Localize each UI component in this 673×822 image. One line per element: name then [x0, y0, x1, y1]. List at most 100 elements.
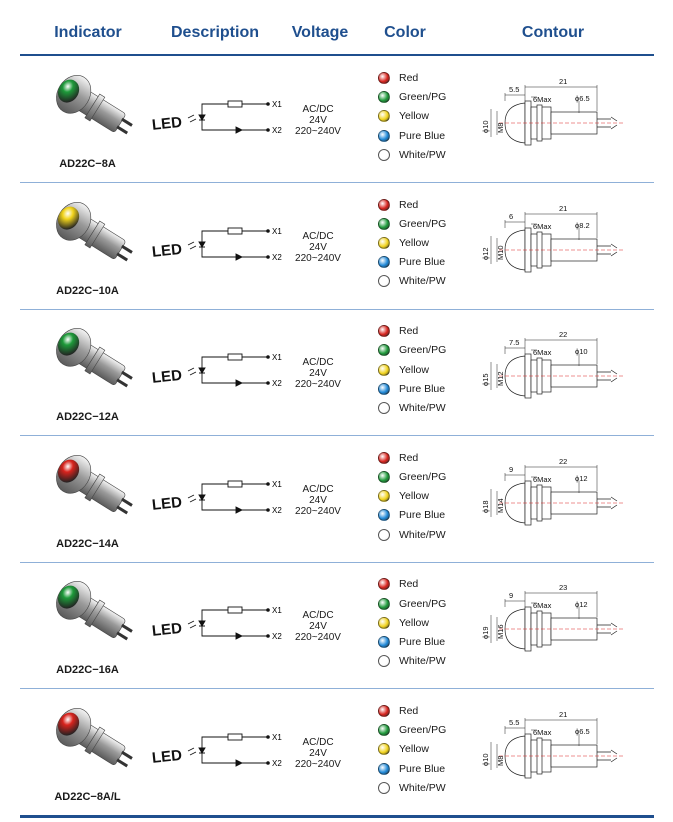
- dim-panel-max: 6Max: [533, 222, 552, 231]
- indicator-lamp-image: [56, 75, 133, 135]
- terminal-x2: X2: [272, 126, 282, 135]
- color-option-label: White/PW: [399, 275, 446, 288]
- diode-icon: [198, 494, 206, 501]
- color-option-label: Red: [399, 578, 419, 591]
- color-dot-icon: [378, 325, 390, 338]
- voltage-line: 24V: [309, 621, 327, 633]
- color-option: Green/PG: [375, 595, 485, 614]
- color-dot-icon: [378, 91, 390, 104]
- terminal-wires: [597, 243, 618, 256]
- diode-icon: [198, 367, 206, 375]
- color-option: Pure Blue: [375, 380, 485, 399]
- color-option: Red: [375, 702, 485, 721]
- color-option: White/PW: [375, 526, 485, 545]
- color-option-label: Yellow: [399, 490, 429, 503]
- terminal-x2: X2: [272, 379, 282, 388]
- color-option: Yellow: [375, 234, 485, 253]
- terminal-wires: [597, 496, 618, 510]
- voltage-line: AC/DC: [302, 610, 334, 622]
- color-dot-icon: [378, 724, 390, 737]
- dim-bezel-length: 9: [509, 465, 513, 474]
- header-description: Description: [170, 24, 259, 41]
- model-number: AD22C−8A: [59, 158, 116, 170]
- lamp-lens: [57, 332, 80, 356]
- light-rays-icon: [187, 621, 197, 629]
- model-number: AD22C−12A: [56, 411, 119, 424]
- lamp-pin: [116, 505, 129, 515]
- dim-thread: M12: [496, 372, 505, 387]
- color-option: Yellow: [375, 614, 485, 633]
- dim-body-length: 22: [559, 457, 567, 466]
- dim-body-diameter: ϕ8.2: [575, 221, 590, 230]
- color-dot-icon: [378, 256, 390, 269]
- wiring-lines: [198, 480, 268, 514]
- color-option-label: Yellow: [399, 110, 429, 123]
- wiring-lines: [198, 733, 268, 767]
- color-option-label: Yellow: [399, 236, 429, 249]
- arrow-icon: [235, 252, 244, 261]
- color-option: Green/PG: [375, 341, 485, 360]
- model-number: AD22C−14A: [56, 537, 119, 550]
- lamp-nut: [84, 346, 106, 375]
- terminal-dot: [266, 507, 270, 512]
- terminal-wires: [597, 369, 618, 383]
- led-label: LED: [151, 620, 183, 640]
- terminal-dot: [266, 355, 270, 359]
- color-option-label: Red: [399, 198, 419, 211]
- terminal-x2: X2: [272, 253, 282, 262]
- lamp-nut: [84, 473, 106, 502]
- color-dot-icon: [378, 198, 390, 211]
- wiring-lines: [198, 606, 268, 641]
- color-option-label: Pure Blue: [399, 382, 446, 395]
- color-option: White/PW: [375, 272, 485, 291]
- color-dot-icon: [378, 743, 390, 756]
- light-rays-icon: [187, 494, 197, 503]
- dim-body-diameter: ϕ12: [575, 474, 588, 483]
- dim-thread: M8: [496, 756, 505, 766]
- light-rays-icon: [187, 367, 197, 376]
- color-option-label: Yellow: [399, 616, 429, 629]
- color-dot-icon: [378, 110, 390, 123]
- diode-icon: [198, 114, 206, 121]
- resistor-icon: [227, 606, 243, 614]
- color-option: Pure Blue: [375, 760, 485, 779]
- color-option-label: Green/PG: [399, 217, 447, 230]
- color-option-label: Yellow: [399, 743, 429, 756]
- color-dot-icon: [378, 490, 390, 503]
- model-number: AD22C−16A: [56, 664, 119, 677]
- dim-outer-diameter: ϕ10: [481, 753, 490, 766]
- voltage-line: 24V: [309, 241, 327, 253]
- dim-bezel-length: 9: [509, 591, 513, 600]
- color-option-label: Red: [399, 325, 419, 338]
- color-option: White/PW: [375, 146, 485, 165]
- dim-bezel-length: 7.5: [509, 338, 519, 347]
- color-option: White/PW: [375, 652, 485, 671]
- dim-outer-diameter: ϕ18: [481, 500, 490, 513]
- model-number: AD22C−10A: [56, 284, 119, 297]
- color-dot-icon: [378, 655, 390, 668]
- lamp-pin: [116, 252, 129, 261]
- color-dot-icon: [378, 363, 390, 376]
- color-dot-icon: [378, 401, 390, 414]
- color-dot-icon: [378, 148, 390, 161]
- dim-body-length: 22: [559, 330, 567, 339]
- lamp-pin: [121, 244, 133, 254]
- lamp-body: [56, 75, 133, 135]
- diode-icon: [198, 241, 206, 248]
- color-option-label: Red: [399, 72, 419, 84]
- voltage-line: 220~240V: [295, 126, 341, 137]
- dim-body-length: 21: [559, 710, 567, 719]
- terminal-dot: [266, 128, 270, 132]
- color-option: Red: [375, 449, 485, 468]
- color-option-label: White/PW: [399, 781, 446, 794]
- color-option: Green/PG: [375, 215, 485, 234]
- color-dot-icon: [378, 762, 390, 775]
- indicator-lamp-image: [56, 328, 133, 388]
